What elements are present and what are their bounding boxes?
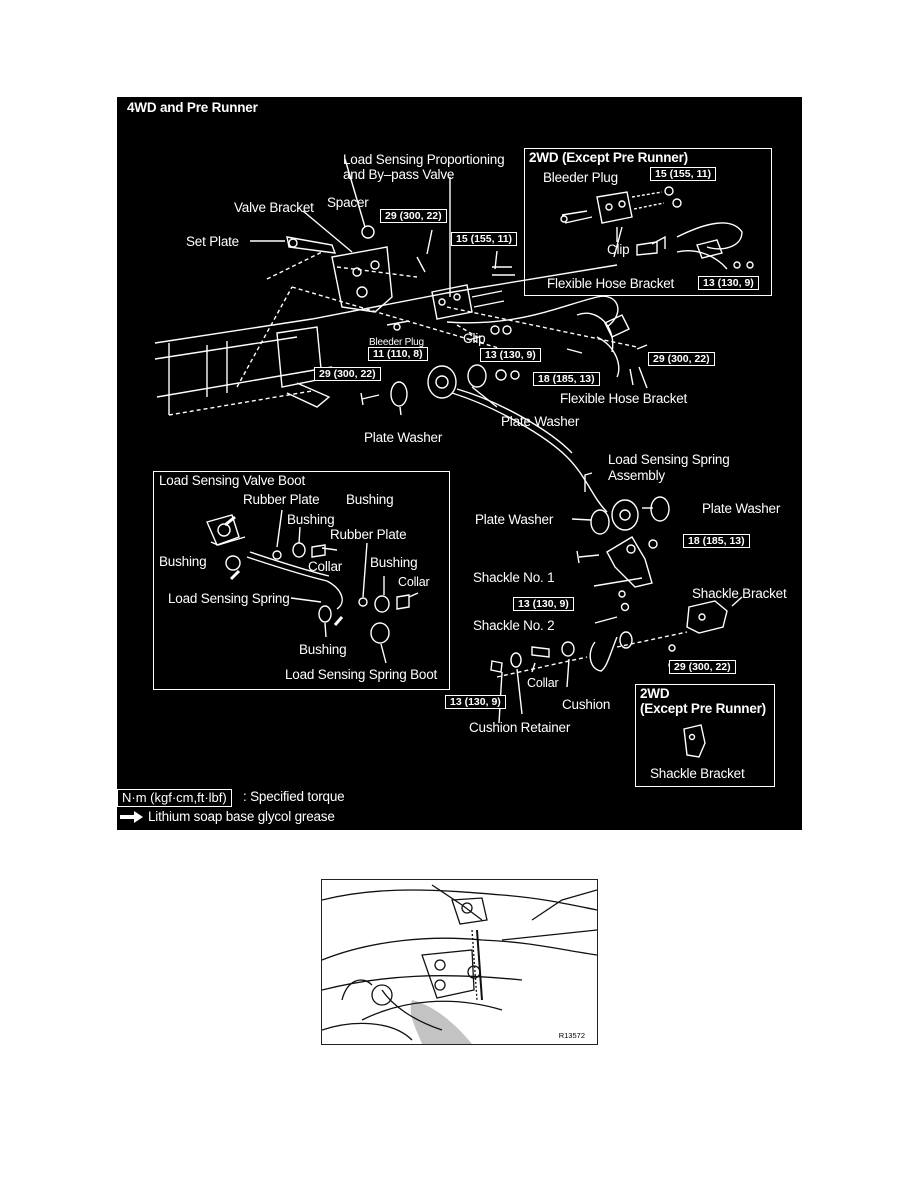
boot-inset-title: Load Sensing Valve Boot (159, 473, 306, 488)
plate-washer-label-c: Plate Washer (475, 512, 554, 527)
torque-hose-nut: 18 (185, 13) (533, 372, 600, 386)
cushion-label: Cushion (562, 697, 611, 712)
torque-shackle1: 18 (185, 13) (683, 534, 750, 548)
inset-torque-bottom: 13 (130, 9) (698, 276, 759, 290)
torque-shackle-bracket: 29 (300, 22) (669, 660, 736, 674)
shackle-no2-label: Shackle No. 2 (473, 618, 555, 633)
legend-grease-text: Lithium soap base glycol grease (148, 809, 335, 824)
shackle-bracket-label: Shackle Bracket (692, 586, 787, 601)
bushing-label-a: Bushing (287, 512, 335, 527)
flexible-hose-bracket-label: Flexible Hose Bracket (560, 391, 688, 406)
plate-washer-label-a: Plate Washer (501, 414, 580, 429)
inset-2wd-shackle (635, 684, 775, 787)
collar-label-a: Collar (308, 559, 343, 574)
bushing-label-top: Bushing (346, 492, 394, 507)
diagram-artwork (154, 158, 754, 758)
rubber-plate-label-b: Rubber Plate (330, 527, 407, 542)
torque-shackle2: 13 (130, 9) (513, 597, 574, 611)
load-sensing-spring-assembly-label-1: Load Sensing Spring (608, 452, 730, 467)
inset-torque-top: 15 (155, 11) (650, 167, 717, 181)
set-plate-label: Set Plate (186, 234, 239, 249)
inset-flexible-hose-bracket-label: Flexible Hose Bracket (547, 276, 675, 291)
inset-2wd-valve (524, 148, 772, 296)
plate-washer-label-b: Plate Washer (364, 430, 443, 445)
shackle-inset-bracket-label: Shackle Bracket (650, 766, 745, 781)
rubber-plate-label-a: Rubber Plate (243, 492, 320, 507)
shackle-inset-title-1: 2WD (640, 686, 670, 701)
legend-torque-text: : Specified torque (243, 789, 345, 804)
collar-label-b: Collar (398, 575, 430, 589)
torque-bleeder: 11 (110, 8) (368, 347, 428, 361)
torque-bracket-bolt: 29 (300, 22) (648, 352, 715, 366)
torque-valve-bracket: 29 (300, 22) (380, 209, 447, 223)
torque-frame: 29 (300, 22) (314, 367, 381, 381)
bushing-label-c: Bushing (299, 642, 347, 657)
grease-arrow-icon (120, 811, 143, 823)
photo-artwork (322, 884, 597, 1044)
inset-load-sensing-valve-boot (153, 471, 450, 690)
inset-2wd-title: 2WD (Except Pre Runner) (529, 150, 688, 165)
load-sensing-spring-assembly-label-2: Assembly (608, 468, 665, 483)
main-heading: 4WD and Pre Runner (127, 100, 258, 115)
load-sensing-spring-boot-label: Load Sensing Spring Boot (285, 667, 438, 682)
shackle-inset-title-2: (Except Pre Runner) (640, 701, 766, 716)
bushing-label-left: Bushing (159, 554, 207, 569)
cushion-retainer-label: Cushion Retainer (469, 720, 571, 735)
photo-reference-code: R13572 (558, 1031, 585, 1040)
spacer-label: Spacer (327, 195, 369, 210)
exploded-diagram: 4WD and Pre Runner 2WD (Except Pre Runne… (117, 97, 802, 830)
lspv-label-line1: Load Sensing Proportioning (343, 152, 505, 167)
collar-label: Collar (527, 676, 559, 690)
bushing-label-b: Bushing (370, 555, 418, 570)
clip-label: Clip (463, 331, 486, 346)
lspv-label-line2: and By–pass Valve (343, 167, 455, 182)
shackle-no1-label: Shackle No. 1 (473, 570, 555, 585)
bleeder-plug-label: Bleeder Plug (369, 337, 424, 348)
valve-bracket-label: Valve Bracket (234, 200, 314, 215)
legend-torque-box: N·m (kgf·cm,ft·lbf) (117, 789, 232, 807)
plate-washer-label-d: Plate Washer (702, 501, 781, 516)
torque-line-lower: 13 (130, 9) (480, 348, 541, 362)
installation-photo: R13572 (321, 879, 598, 1045)
load-sensing-spring-label: Load Sensing Spring (168, 591, 290, 606)
torque-retainer: 13 (130, 9) (445, 695, 506, 709)
inset-clip-label: Clip (607, 242, 630, 257)
torque-line-upper: 15 (155, 11) (451, 232, 518, 246)
inset-bleeder-plug-label: Bleeder Plug (543, 170, 618, 185)
